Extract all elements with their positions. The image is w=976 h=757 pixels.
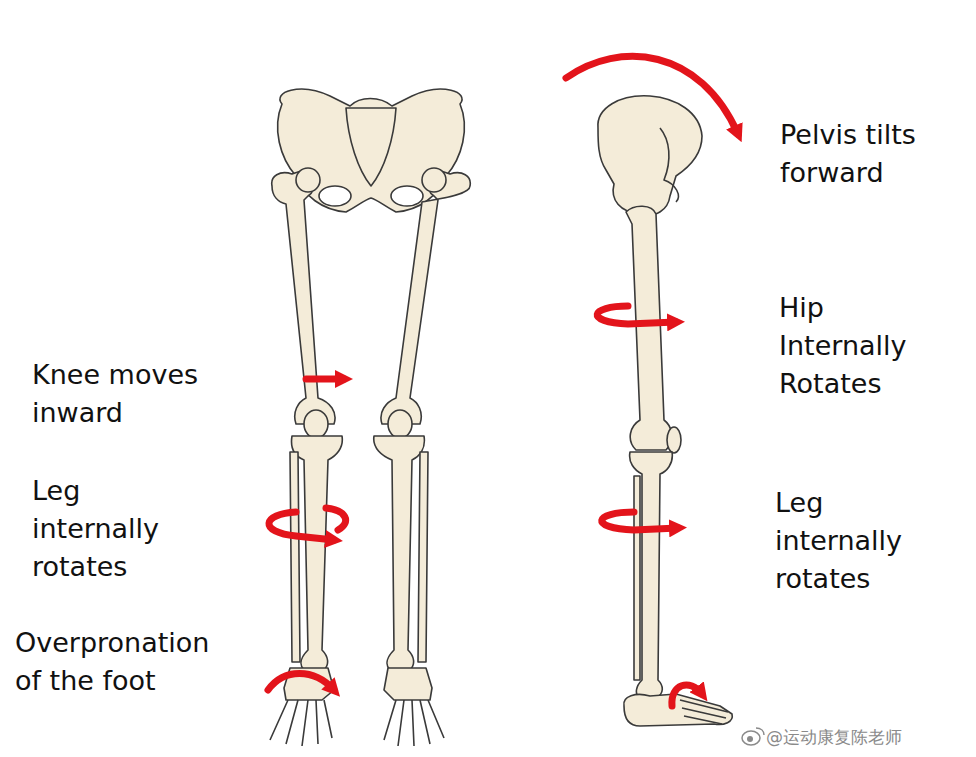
toes [384,700,444,746]
fibula-side [634,476,640,680]
watermark: @运动康复陈老师 [766,726,902,748]
tibia [374,436,425,670]
femur-side [626,206,672,450]
rotation-arrow [326,508,346,530]
callout-label: Leg internally rotates [775,484,925,598]
obturator [319,186,351,206]
callout-label: Knee moves inward [32,356,247,432]
patella [667,427,681,453]
weibo-icon [742,728,764,745]
obturator [391,186,423,206]
callout-label: Overpronation of the foot [15,624,230,700]
callout-label: Pelvis tilts forward [780,116,970,192]
femur-head [296,168,320,192]
femur [381,170,470,424]
fibula [418,452,428,662]
callout-label: Leg internally rotates [32,472,182,586]
femur-head [422,168,446,192]
toes [270,700,332,746]
rotation-arrow [672,685,702,706]
inward-arrow [306,376,344,383]
pelvis-side [598,96,702,215]
rotation-arrow [602,512,678,530]
femur [272,170,335,424]
callout-label: Hip Internally Rotates [779,289,929,403]
foot [384,668,432,700]
rotation-arrow [597,306,676,324]
tibia-side [630,452,673,698]
rotation-arrow [269,512,334,540]
fibula [290,452,300,662]
sacrum [346,108,396,186]
patella [388,410,412,438]
patella [304,410,328,438]
pronation-arrow [268,674,334,691]
foot-side [624,694,732,726]
tilt-arrow [566,56,738,134]
toes-side [680,700,728,724]
sacrum-side [660,128,678,202]
